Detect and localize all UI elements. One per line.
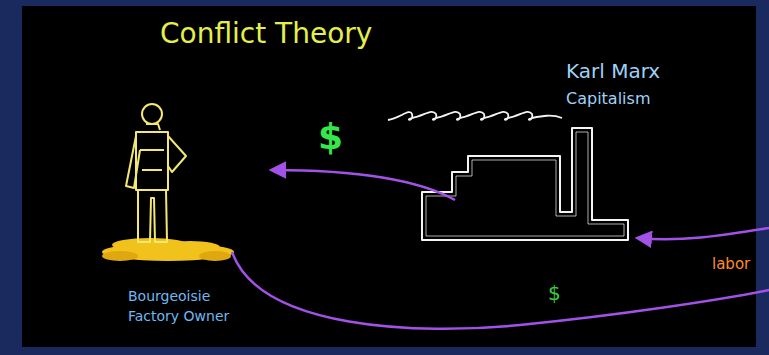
money-symbol: $ bbox=[318, 116, 343, 157]
profit-arrow bbox=[272, 170, 455, 200]
factory bbox=[422, 128, 628, 240]
money-symbol: $ bbox=[548, 282, 561, 305]
system-name: Capitalism bbox=[566, 90, 650, 108]
role-label: Factory Owner bbox=[128, 308, 229, 324]
labor-arrow bbox=[638, 228, 769, 239]
bourgeoisie-figure bbox=[126, 104, 186, 242]
author-name: Karl Marx bbox=[566, 60, 660, 83]
class-label: Bourgeoisie bbox=[128, 288, 210, 304]
board-ground bbox=[22, 6, 756, 347]
smoke bbox=[388, 112, 562, 120]
gold-pile bbox=[102, 238, 234, 261]
title: Conflict Theory bbox=[160, 18, 372, 50]
flow-label: labor bbox=[712, 256, 750, 273]
wage-line bbox=[232, 252, 769, 329]
